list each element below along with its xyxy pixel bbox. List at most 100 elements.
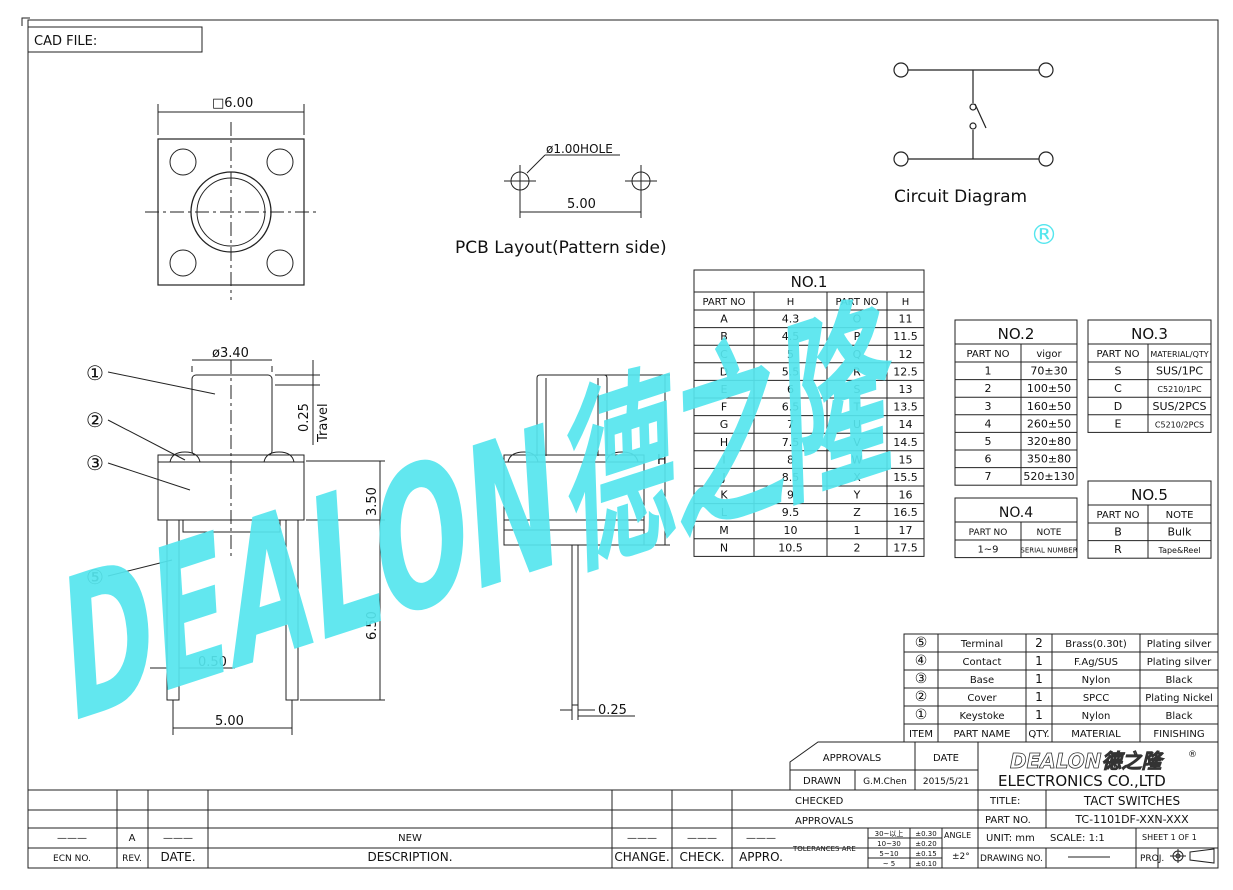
no1-table-cell: P bbox=[854, 330, 861, 343]
proj-label: PROJ. bbox=[1140, 854, 1164, 864]
no5-table-header: PART NO bbox=[1096, 510, 1139, 521]
revision-header: DATE. bbox=[160, 850, 195, 864]
bom-cell: Plating silver bbox=[1147, 639, 1212, 650]
pin-thickness: 0.25 bbox=[598, 703, 627, 718]
no1-table-cell: 4.3 bbox=[782, 313, 800, 326]
pin-spacing: 5.00 bbox=[215, 714, 244, 729]
callout-2: ② bbox=[86, 408, 104, 432]
no1-table-cell: 13 bbox=[899, 383, 913, 396]
no1-table-cell: 11 bbox=[899, 313, 913, 326]
company-logo: DEALON德之隆 bbox=[1010, 749, 1165, 773]
tol-range: ~ 5 bbox=[883, 860, 896, 868]
cad-file-label: CAD FILE: bbox=[34, 34, 97, 49]
no1-table-cell: 8 bbox=[787, 453, 794, 466]
bom-cell: Plating silver bbox=[1147, 657, 1212, 668]
no3-table-cell: C5210/1PC bbox=[1157, 385, 1202, 394]
no1-table-cell: 14 bbox=[899, 418, 913, 431]
pin-width: 0.50 bbox=[198, 655, 227, 670]
no1-table-cell: 8.5 bbox=[782, 471, 800, 484]
no1-table-cell: 7.5 bbox=[782, 436, 800, 449]
no4-table-header: NOTE bbox=[1036, 528, 1061, 538]
no3-table-cell: D bbox=[1114, 400, 1122, 413]
no2-table-cell: 320±80 bbox=[1027, 435, 1071, 448]
tol-range: 30~以上 bbox=[875, 829, 904, 838]
pcb-caption: PCB Layout(Pattern side) bbox=[455, 238, 667, 258]
no1-table-cell: 15 bbox=[899, 453, 913, 466]
no1-table-cell: 9 bbox=[787, 489, 794, 502]
corner-mark bbox=[21, 17, 30, 26]
no3-table-cell: SUS/1PC bbox=[1156, 365, 1203, 378]
no1-table-header: H bbox=[787, 297, 795, 308]
no1-table-cell: B bbox=[720, 330, 728, 343]
bom-cell: ⑤ bbox=[915, 635, 928, 651]
no1-table-cell: A bbox=[720, 313, 728, 326]
revision-header: CHANGE. bbox=[614, 850, 669, 864]
no2-table-cell: 350±80 bbox=[1027, 453, 1071, 466]
bom-cell: Nylon bbox=[1082, 711, 1111, 722]
no1-table-cell: X bbox=[853, 471, 861, 484]
date-header: DATE bbox=[933, 753, 959, 764]
no1-table-cell: 15.5 bbox=[893, 471, 918, 484]
bom-cell: 1 bbox=[1035, 672, 1043, 686]
tol-value: ±0.20 bbox=[915, 840, 936, 848]
no1-table-header: PART NO bbox=[835, 297, 878, 308]
bom-cell: ④ bbox=[915, 653, 928, 669]
no1-table-cell: 16 bbox=[899, 489, 913, 502]
bom-cell: Black bbox=[1165, 675, 1192, 686]
no1-table-cell: W bbox=[852, 453, 863, 466]
no1-table-cell: L bbox=[721, 506, 728, 519]
no5-table-cell: B bbox=[1114, 526, 1122, 539]
bom-cell: Keystoke bbox=[960, 711, 1005, 722]
revision-header: CHECK. bbox=[679, 850, 724, 864]
bom-cell: 1 bbox=[1035, 690, 1043, 704]
no1-table-cell: D bbox=[720, 365, 728, 378]
no1-table-cell: F bbox=[721, 401, 727, 414]
bom-cell: 1 bbox=[1035, 654, 1043, 668]
no2-table-cell: 3 bbox=[985, 400, 992, 413]
no1-table-cell: U bbox=[853, 418, 861, 431]
tol-value: ±0.30 bbox=[915, 830, 936, 838]
revision-table: ———A———NEW—————————ECN NO.REV.DATE.DESCR… bbox=[53, 833, 783, 864]
pcb-layout bbox=[504, 154, 657, 218]
revision-cell: NEW bbox=[398, 833, 422, 844]
no1-table-cell: 11.5 bbox=[893, 330, 918, 343]
bom-header: ITEM bbox=[909, 729, 933, 740]
sheet-value: SHEET 1 OF 1 bbox=[1142, 833, 1197, 842]
front-view bbox=[503, 374, 670, 720]
no3-table-header: PART NO bbox=[1096, 349, 1139, 360]
no1-table-cell: T bbox=[853, 401, 861, 414]
bom-cell: ③ bbox=[915, 671, 928, 687]
body-height: 3.50 bbox=[365, 487, 380, 516]
bom-cell: ① bbox=[915, 707, 928, 723]
no1-table-cell: 14.5 bbox=[893, 436, 918, 449]
no2-table-title: NO.2 bbox=[998, 325, 1035, 343]
no1-table-title: NO.1 bbox=[791, 273, 828, 291]
no1-table-cell: E bbox=[721, 383, 728, 396]
drawn-by: G.M.Chen bbox=[863, 777, 907, 787]
no1-table-cell: O bbox=[853, 313, 862, 326]
title-value: TACT SWITCHES bbox=[1083, 794, 1180, 808]
no1-table-cell: J bbox=[721, 471, 725, 484]
revision-cell: A bbox=[129, 833, 136, 844]
no3-table-title: NO.3 bbox=[1131, 325, 1168, 343]
no3-table-header: MATERIAL/QTY bbox=[1150, 350, 1208, 359]
part-no-label: PART NO. bbox=[985, 815, 1031, 826]
bom-header: QTY. bbox=[1028, 729, 1049, 740]
revision-header: REV. bbox=[122, 854, 142, 864]
bom-header: FINISHING bbox=[1153, 729, 1204, 740]
no5-table-cell: R bbox=[1114, 543, 1122, 556]
no5-table-cell: Tape&Reel bbox=[1158, 546, 1201, 555]
bom-header: PART NAME bbox=[953, 729, 1010, 740]
pin-length: 6.50 bbox=[365, 611, 380, 640]
no2-table-header: vigor bbox=[1036, 349, 1062, 360]
angle-value: ±2° bbox=[952, 852, 970, 862]
part-no-value: TC-1101DF-XXN-XXX bbox=[1074, 813, 1189, 826]
no4-table-cell: 1~9 bbox=[977, 545, 998, 556]
tol-value: ±0.10 bbox=[915, 860, 936, 868]
title-block-grid bbox=[28, 633, 1219, 868]
no4-table-cell: SERIAL NUMBER bbox=[1020, 547, 1077, 555]
no1-table-cell: 7 bbox=[787, 418, 794, 431]
bom-cell: Terminal bbox=[960, 639, 1003, 650]
no1-table-cell: 10.5 bbox=[778, 541, 803, 554]
no3-table-cell: C5210/2PCS bbox=[1155, 420, 1204, 429]
